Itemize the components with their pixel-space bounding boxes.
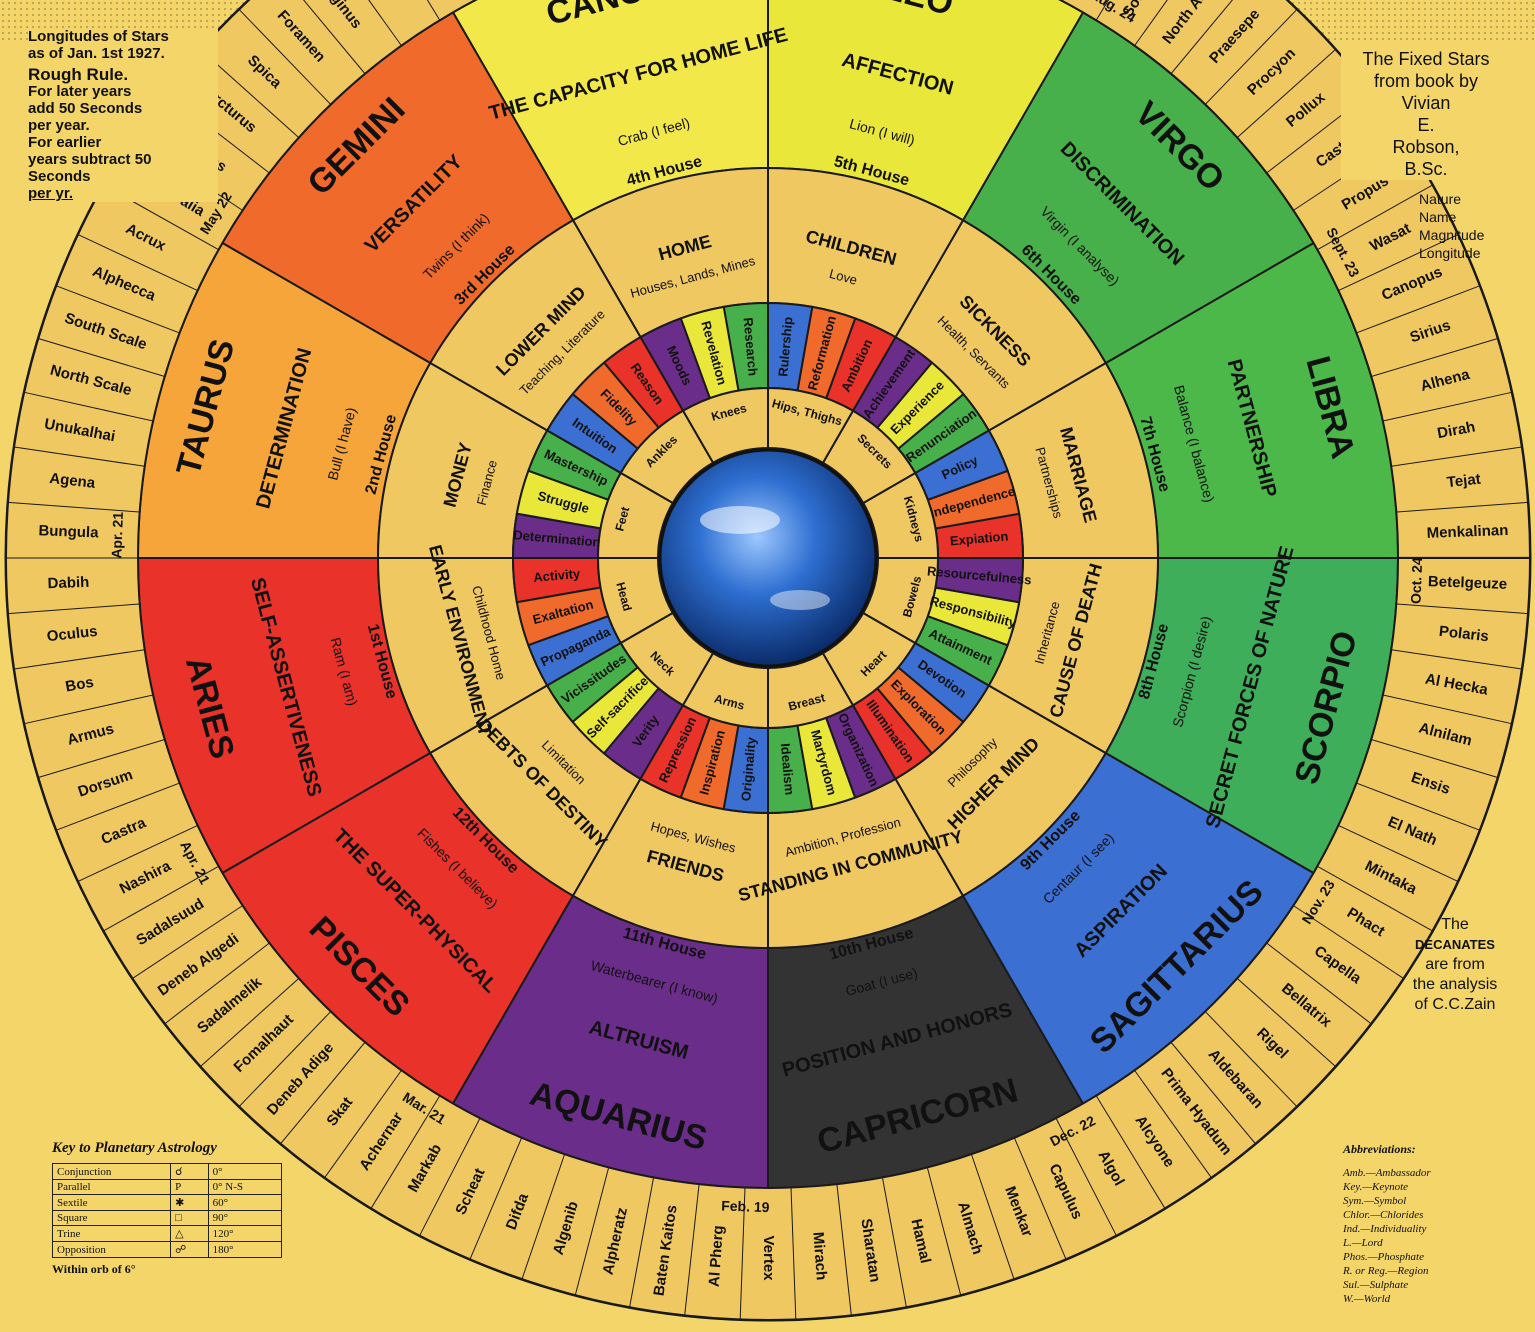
abbr-item: Ind.—Individuality — [1343, 1222, 1493, 1236]
key-title: Key to Planetary Astrology — [52, 1140, 292, 1157]
abbr-item: R. or Reg.—Region — [1343, 1264, 1493, 1278]
credit-line: from book by — [1341, 70, 1511, 92]
aspect-degree: 120° — [208, 1226, 281, 1242]
note-line: years subtract 50 — [28, 151, 218, 168]
legend-line: Magnitude — [1419, 226, 1509, 244]
table-row: Conjunction☌0° — [53, 1164, 282, 1180]
legend-line: Nature — [1419, 190, 1509, 208]
aspect-name: Sextile — [53, 1195, 171, 1211]
credit-line: B.Sc. — [1341, 158, 1511, 180]
star-name: Mirach — [809, 1231, 829, 1280]
abbreviations: Abbreviations: Amb.—Ambassador Key.—Keyn… — [1343, 1142, 1493, 1306]
aspect-symbol: ✱ — [171, 1195, 209, 1211]
credit-line: Vivian — [1341, 92, 1511, 114]
aspect-name: Square — [53, 1211, 171, 1226]
note-line: add 50 Seconds — [28, 100, 218, 117]
aspect-symbol: ☍ — [171, 1242, 209, 1258]
longitude-note: Longitudes of Stars as of Jan. 1st 1927.… — [28, 28, 218, 202]
abbr-title: Abbreviations: — [1343, 1142, 1493, 1156]
orb-note: Within orb of 6° — [52, 1262, 292, 1277]
star-name: Betelgeuze — [1428, 573, 1508, 593]
abbr-item: Amb.—Ambassador — [1343, 1166, 1493, 1180]
fixed-stars-credit: The Fixed Stars from book by Vivian E. R… — [1341, 48, 1511, 180]
star-name: Vertex — [760, 1235, 777, 1281]
aspect-degree: 0° — [208, 1164, 281, 1180]
star-name: Menkalinan — [1426, 522, 1508, 542]
aspect-degree: 90° — [208, 1211, 281, 1226]
aspect-degree: 60° — [208, 1195, 281, 1211]
star-name: Bungula — [38, 522, 99, 541]
aspect-symbol: △ — [171, 1226, 209, 1242]
abbr-item: Sym.—Symbol — [1343, 1194, 1493, 1208]
decanates-credit: The DECANATES are from the analysis of C… — [1395, 915, 1515, 1015]
aspect-degree: 180° — [208, 1242, 281, 1258]
abbr-item: Phos.—Phosphate — [1343, 1250, 1493, 1264]
sign-date: Apr. 21 — [108, 511, 126, 558]
star-name: Dabih — [47, 574, 89, 593]
abbr-item: Sul.—Sulphate — [1343, 1278, 1493, 1292]
note-line: per yr. — [28, 185, 218, 202]
star-legend: Nature Name Magnitude Longitude — [1419, 190, 1509, 262]
aspect-name: Conjunction — [53, 1164, 171, 1180]
aspect-degree: 0° N-S — [208, 1180, 281, 1195]
note-line: per year. — [28, 117, 218, 134]
aspect-name: Trine — [53, 1226, 171, 1242]
sign-date: Oct. 24 — [1407, 557, 1425, 604]
note-line: as of Jan. 1st 1927. — [28, 45, 218, 62]
note-line: Longitudes of Stars — [28, 28, 218, 45]
aspect-name: Parallel — [53, 1180, 171, 1195]
note-line: Seconds — [28, 168, 218, 185]
note-line: For earlier — [28, 134, 218, 151]
table-row: Opposition☍180° — [53, 1242, 282, 1258]
decanates-line: are from — [1395, 955, 1515, 975]
table-row: Sextile✱60° — [53, 1195, 282, 1211]
decanates-line: DECANATES — [1395, 935, 1515, 955]
legend-line: Longitude — [1419, 244, 1509, 262]
note-line: Rough Rule. — [28, 66, 218, 83]
decanates-line: The — [1395, 915, 1515, 935]
decanates-line: the analysis — [1395, 975, 1515, 995]
planetary-key: Key to Planetary Astrology Conjunction☌0… — [52, 1140, 292, 1277]
sign-date: Feb. 19 — [721, 1197, 770, 1215]
credit-line: E. — [1341, 114, 1511, 136]
decanates-line: of C.C.Zain — [1395, 995, 1515, 1015]
aspect-symbol: P — [171, 1180, 209, 1195]
abbr-item: W.—World — [1343, 1292, 1493, 1306]
aspect-symbol: □ — [171, 1211, 209, 1226]
aspect-name: Opposition — [53, 1242, 171, 1258]
table-row: Square□90° — [53, 1211, 282, 1226]
credit-line: The Fixed Stars — [1341, 48, 1511, 70]
credit-line: Robson, — [1341, 136, 1511, 158]
abbr-item: Chlor.—Chlorides — [1343, 1208, 1493, 1222]
abbr-item: Key.—Keynote — [1343, 1180, 1493, 1194]
legend-line: Name — [1419, 208, 1509, 226]
earth-cloud — [700, 506, 780, 534]
note-line: For later years — [28, 83, 218, 100]
earth-globe — [660, 450, 876, 666]
abbr-item: L.—Lord — [1343, 1236, 1493, 1250]
aspect-symbol: ☌ — [171, 1164, 209, 1180]
table-row: Trine△120° — [53, 1226, 282, 1242]
earth-cloud — [770, 590, 830, 610]
